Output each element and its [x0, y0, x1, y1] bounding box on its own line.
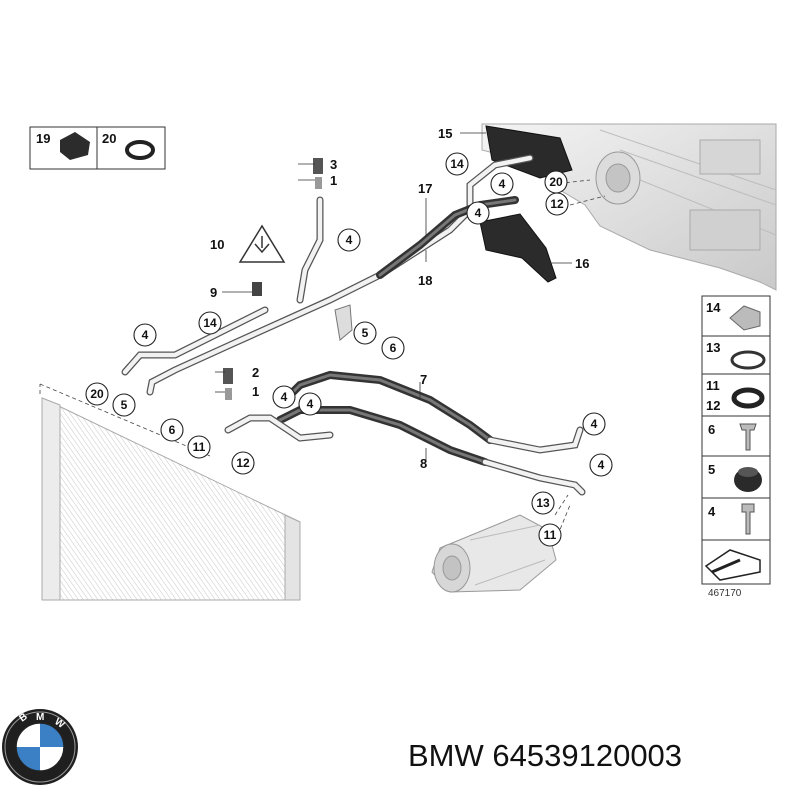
- label-16: 16: [575, 256, 589, 271]
- svg-text:12: 12: [550, 197, 564, 211]
- callout-6-left: 6: [160, 418, 184, 442]
- bracket-5-6: [334, 304, 353, 341]
- legend-right-14: 14: [706, 300, 721, 315]
- legend-right-13: 13: [706, 340, 720, 355]
- seal-ring-20-icon: [125, 140, 155, 160]
- svg-text:14: 14: [203, 316, 217, 330]
- callout-20-top: 20: [544, 170, 568, 194]
- callouts: 14 4 20 12 4 4 14 4 5 6 20 5 6 11 12 4 4…: [85, 152, 613, 547]
- legend-label-20: 20: [102, 131, 116, 146]
- svg-text:5: 5: [121, 398, 128, 412]
- legend-right-6: 6: [708, 422, 715, 437]
- part-number: 64539120003: [492, 738, 683, 773]
- callout-5-left: 5: [112, 393, 136, 417]
- legend-right-11: 11: [706, 378, 720, 393]
- label-8: 8: [420, 456, 427, 471]
- label-18: 18: [418, 273, 432, 288]
- legend-top-left: 19 20: [29, 126, 166, 170]
- label-3: 3: [330, 157, 337, 172]
- compressor: [431, 514, 557, 593]
- callout-4-comp-a: 4: [582, 412, 606, 436]
- cap-3: [313, 158, 323, 174]
- bolt-6-icon: [739, 423, 757, 451]
- svg-text:4: 4: [591, 417, 598, 431]
- o-ring-13-icon: [730, 350, 766, 370]
- pressure-sensor-9: [252, 282, 262, 296]
- callout-4-mid: 4: [466, 201, 490, 225]
- svg-text:6: 6: [390, 341, 397, 355]
- callout-20-left: 20: [85, 382, 109, 406]
- svg-text:13: 13: [536, 496, 550, 510]
- bmw-logo: B M W: [2, 709, 78, 785]
- condenser: [39, 383, 301, 601]
- svg-text:4: 4: [281, 390, 288, 404]
- label-7: 7: [420, 372, 427, 387]
- svg-text:4: 4: [598, 458, 605, 472]
- svg-text:4: 4: [499, 177, 506, 191]
- callout-12-top: 12: [545, 192, 569, 216]
- legend-right-4: 4: [708, 504, 716, 519]
- clip-19-icon: [60, 132, 90, 160]
- svg-text:4: 4: [307, 397, 314, 411]
- callout-13: 13: [531, 491, 555, 515]
- callout-5-right: 5: [353, 321, 377, 345]
- clip-14-icon: [729, 305, 761, 331]
- svg-text:11: 11: [193, 440, 206, 454]
- cap-2: [223, 368, 233, 384]
- svg-text:12: 12: [236, 456, 250, 470]
- callout-4-comp-b: 4: [589, 453, 613, 477]
- plain-labels: 15 17 18 16 3 1 10 9 2 1 7 8: [210, 126, 589, 471]
- label-17: 17: [418, 181, 432, 196]
- legend-right-5: 5: [708, 462, 715, 477]
- label-1-upper: 1: [330, 173, 337, 188]
- insert-arrow-icon: [704, 549, 761, 581]
- valve-1-lower: [225, 388, 232, 400]
- diagram-number: 467170: [708, 588, 742, 599]
- valve-1-upper: [315, 177, 322, 189]
- callout-4-left: 4: [133, 323, 157, 347]
- bracket-16: [479, 213, 557, 283]
- leader-lines: [215, 132, 606, 543]
- label-1-lower: 1: [252, 384, 259, 399]
- label-2: 2: [252, 365, 259, 380]
- callout-11-left: 11: [187, 435, 211, 459]
- callout-4-switch: 4: [337, 228, 361, 252]
- brand-name: BMW: [408, 738, 484, 773]
- part-caption: BMW 64539120003: [408, 738, 682, 774]
- svg-text:14: 14: [450, 157, 464, 171]
- callout-4-top: 4: [490, 172, 514, 196]
- callout-14-left: 14: [198, 311, 222, 335]
- seal-ring-11-12-icon: [731, 387, 765, 409]
- svg-text:5: 5: [362, 326, 369, 340]
- svg-text:20: 20: [549, 175, 563, 189]
- label-15: 15: [438, 126, 452, 141]
- svg-text:4: 4: [346, 233, 353, 247]
- evaporator-housing: [481, 123, 777, 291]
- label-10: 10: [210, 237, 224, 252]
- svg-text:6: 6: [169, 423, 176, 437]
- label-9: 9: [210, 285, 217, 300]
- callout-14-top: 14: [445, 152, 469, 176]
- legend-right: 14 13 11 12 6 5 4 467170: [701, 295, 771, 599]
- callout-4-hose-b: 4: [298, 392, 322, 416]
- callout-11-comp: 11: [538, 523, 562, 547]
- legend-right-12: 12: [706, 398, 720, 413]
- svg-text:4: 4: [475, 206, 482, 220]
- callout-4-hose-a: 4: [272, 385, 296, 409]
- callout-6-right: 6: [381, 336, 405, 360]
- legend-label-19: 19: [36, 131, 50, 146]
- callout-12-left: 12: [231, 451, 255, 475]
- screw-4-icon: [741, 503, 755, 535]
- pipework: [121, 154, 586, 496]
- svg-text:11: 11: [544, 528, 557, 542]
- svg-text:4: 4: [142, 328, 149, 342]
- svg-text:20: 20: [90, 387, 104, 401]
- warning-triangle-icon: [238, 224, 286, 263]
- svg-text:M: M: [36, 712, 44, 723]
